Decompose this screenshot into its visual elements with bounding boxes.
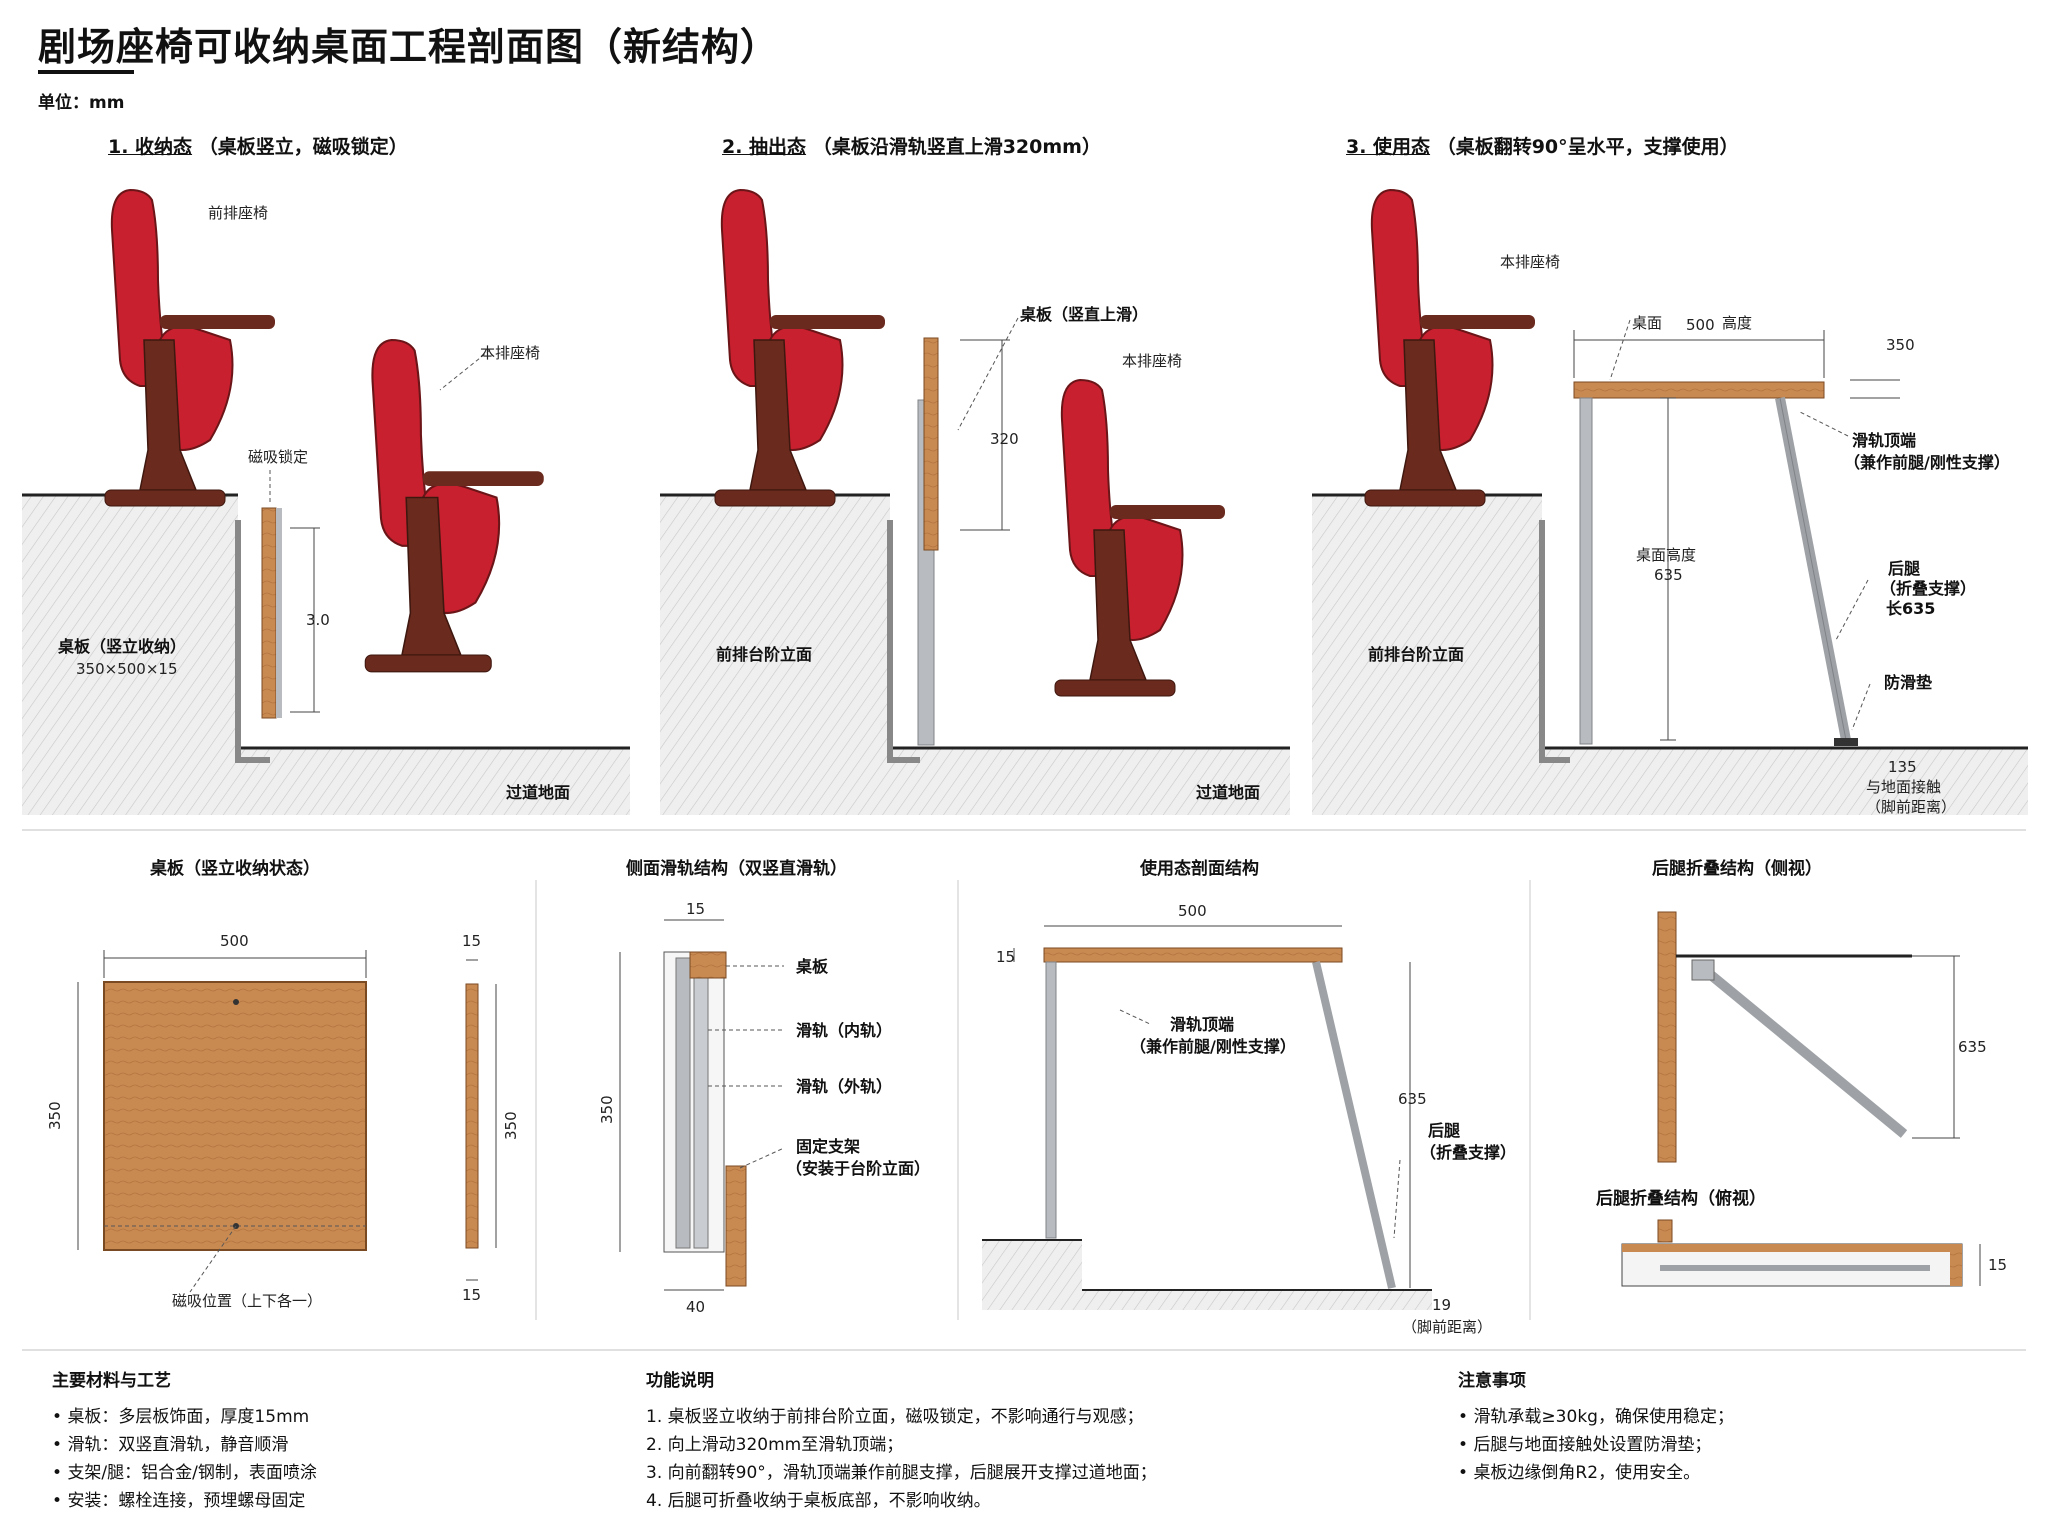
panel-2-desc: （桌板沿滑轨竖直上滑320mm） xyxy=(812,136,1101,158)
detail-3-drawing: 500 15 滑轨顶端 （兼作前腿/刚性支撑） 635 后腿 （折叠支撑） 19… xyxy=(982,902,1516,1336)
detail-2-outer-label: 滑轨（外轨） xyxy=(796,1077,892,1096)
detail-4-height: 635 xyxy=(1958,1038,1987,1056)
materials-item: 安装：螺栓连接，预埋螺母固定 xyxy=(52,1487,612,1515)
detail-1-side-height: 350 xyxy=(502,1111,520,1140)
detail-4-drawing: 635 15 xyxy=(1621,911,2007,1287)
panel-2-board-up-label: 桌板（竖直上滑） xyxy=(1020,305,1148,324)
panel-3-desc: （桌板翻转90°呈水平，支撑使用） xyxy=(1436,136,1739,158)
panel-1-this-seat-label: 本排座椅 xyxy=(480,344,540,362)
panel-3-dim-350: 350 xyxy=(1886,336,1915,354)
detail-3-rear-leg-sub: （折叠支撑） xyxy=(1420,1143,1516,1162)
caution-item: 滑轨承载≥30kg，确保使用稳定； xyxy=(1458,1403,2018,1431)
materials-heading: 主要材料与工艺 xyxy=(52,1371,171,1391)
detail-3-rail-end-label: 滑轨顶端 xyxy=(1170,1015,1234,1034)
panel-1-dim-h: 3.0 xyxy=(306,611,330,629)
detail-2-height: 350 xyxy=(598,1095,616,1124)
detail-2-width-bot: 40 xyxy=(686,1298,705,1316)
panel-1-drawing: 3.0 前排座椅 本排座椅 磁吸锁定 桌板（竖立收纳） 350×500×15 过… xyxy=(22,189,630,815)
detail-1-magnet-label: 磁吸位置（上下各一） xyxy=(172,1292,322,1310)
panel-2-drawing: 320 桌板（竖直上滑） 本排座椅 前排台阶立面 过道地面 xyxy=(660,189,1290,815)
panel-3-number: 3. 使用态 xyxy=(1346,136,1431,158)
panel-3-dim-135: 135 xyxy=(1888,758,1917,776)
panel-2-number: 2. 抽出态 xyxy=(722,136,807,158)
detail-3-gap-sub: （脚前距离） xyxy=(1402,1318,1492,1336)
panel-2-step-label: 前排台阶立面 xyxy=(716,645,812,664)
detail-4-thickness: 15 xyxy=(1988,1256,2007,1274)
detail-3-width: 500 xyxy=(1178,902,1207,920)
detail-1-thickness-top: 15 xyxy=(462,932,481,950)
title-underline xyxy=(38,70,134,74)
panel-3-dim-top-l: 桌面 xyxy=(1632,314,1662,332)
caution-item: 后腿与地面接触处设置防滑垫； xyxy=(1458,1431,2018,1459)
panel-1-title: 1. 收纳态 （桌板竖立，磁吸锁定） xyxy=(108,132,408,159)
panel-2-dim-320: 320 xyxy=(990,430,1019,448)
panel-3-step-label: 前排台阶立面 xyxy=(1368,645,1464,664)
caution-item: 桌板边缘倒角R2，使用安全。 xyxy=(1458,1459,2018,1487)
detail-2-drawing: 15 350 40 桌板 滑轨（内轨） 滑轨（外轨） 固定支架 （安装于台阶立面… xyxy=(598,900,930,1316)
panel-3-floor-a: 与地面接触 xyxy=(1866,778,1941,796)
panel-2-title: 2. 抽出态 （桌板沿滑轨竖直上滑320mm） xyxy=(722,132,1101,159)
panel-3-height-label: 桌面高度 xyxy=(1636,546,1696,564)
materials-notes: 主要材料与工艺 桌板：多层板饰面，厚度15mm 滑轨：双竖直滑轨，静音顺滑 支架… xyxy=(52,1366,612,1515)
unit-label: 单位：mm xyxy=(38,93,125,113)
panel-3-pad-label: 防滑垫 xyxy=(1884,673,1932,692)
panel-2-this-seat-label: 本排座椅 xyxy=(1122,352,1182,370)
detail-2-inner-label: 滑轨（内轨） xyxy=(796,1021,892,1040)
panel-1-desc: （桌板竖立，磁吸锁定） xyxy=(198,136,408,158)
detail-1-height: 350 xyxy=(46,1101,64,1130)
panel-1-magnet-label: 磁吸锁定 xyxy=(248,448,308,466)
panel-1-board-label: 桌板（竖立收纳） xyxy=(58,637,186,656)
detail-3-rear-leg-label: 后腿 xyxy=(1428,1121,1460,1140)
detail-2-width-top: 15 xyxy=(686,900,705,918)
function-item: 4. 后腿可折叠收纳于桌板底部，不影响收纳。 xyxy=(646,1491,991,1511)
panel-3-rear-leg-label: 后腿 xyxy=(1888,559,1920,578)
materials-item: 桌板：多层板饰面，厚度15mm xyxy=(52,1403,612,1431)
function-item: 2. 向上滑动320mm至滑轨顶端； xyxy=(646,1435,904,1455)
caution-notes: 注意事项 滑轨承载≥30kg，确保使用稳定； 后腿与地面接触处设置防滑垫； 桌板… xyxy=(1458,1366,2018,1487)
detail-2-bracket-label: 固定支架 xyxy=(796,1137,860,1156)
panel-3-dim-top-r: 高度 xyxy=(1722,314,1752,332)
detail-3-thickness: 15 xyxy=(996,948,1015,966)
panel-1-board-size: 350×500×15 xyxy=(76,660,177,678)
function-item: 1. 桌板竖立收纳于前排台阶立面，磁吸锁定，不影响通行与观感； xyxy=(646,1407,1144,1427)
panel-3-rail-end-sub: （兼作前腿/刚性支撑） xyxy=(1844,453,2010,472)
page-title: 剧场座椅可收纳桌面工程剖面图（新结构） xyxy=(38,25,780,69)
detail-3-title: 使用态剖面结构 xyxy=(1140,859,1259,879)
function-notes: 功能说明 1. 桌板竖立收纳于前排台阶立面，磁吸锁定，不影响通行与观感； 2. … xyxy=(646,1366,1446,1515)
panel-3-rear-leg-sub: （折叠支撑） xyxy=(1880,579,1976,598)
function-item: 3. 向前翻转90°，滑轨顶端兼作前腿支撑，后腿展开支撑过道地面； xyxy=(646,1463,1157,1483)
panel-3-drawing: 本排座椅 桌面 500 高度 350 滑轨顶端 （兼作前腿/刚性支撑） 桌面高度… xyxy=(1312,189,2028,816)
panel-3-rear-leg-len: 长635 xyxy=(1886,599,1935,618)
detail-3-gap: 19 xyxy=(1432,1296,1451,1314)
detail-1-width: 500 xyxy=(220,932,249,950)
panel-1-front-seat-label: 前排座椅 xyxy=(208,204,268,222)
panel-3-height-value: 635 xyxy=(1654,566,1683,584)
detail-1-title: 桌板（竖立收纳状态） xyxy=(150,859,320,879)
panel-3-title: 3. 使用态 （桌板翻转90°呈水平，支撑使用） xyxy=(1346,132,1739,159)
detail-1-drawing: 500 350 15 350 15 磁吸位置（上下各一） xyxy=(46,932,520,1310)
panel-3-this-seat-label: 本排座椅 xyxy=(1500,253,1560,271)
materials-item: 支架/腿：铝合金/钢制，表面喷涂 xyxy=(52,1459,612,1487)
panel-3-floor-b: （脚前距离） xyxy=(1866,798,1956,816)
detail-3-height: 635 xyxy=(1398,1090,1427,1108)
panel-3-rail-end-label: 滑轨顶端 xyxy=(1852,431,1916,450)
materials-item: 滑轨：双竖直滑轨，静音顺滑 xyxy=(52,1431,612,1459)
function-heading: 功能说明 xyxy=(646,1371,714,1391)
detail-1-thickness-bot: 15 xyxy=(462,1286,481,1304)
panel-2-floor-label: 过道地面 xyxy=(1196,783,1260,802)
detail-4-title-2: 后腿折叠结构（俯视） xyxy=(1596,1189,1766,1209)
detail-4-title: 后腿折叠结构（侧视） xyxy=(1652,859,1822,879)
panel-1-floor-label: 过道地面 xyxy=(506,783,570,802)
detail-2-title: 侧面滑轨结构（双竖直滑轨） xyxy=(626,859,847,879)
detail-2-board-label: 桌板 xyxy=(796,957,829,976)
detail-3-rail-end-sub: （兼作前腿/刚性支撑） xyxy=(1130,1037,1296,1056)
panel-1-number: 1. 收纳态 xyxy=(108,136,193,158)
panel-3-dim-500: 500 xyxy=(1686,316,1715,334)
caution-heading: 注意事项 xyxy=(1458,1371,1526,1391)
detail-2-bracket-sub: （安装于台阶立面） xyxy=(786,1159,930,1178)
